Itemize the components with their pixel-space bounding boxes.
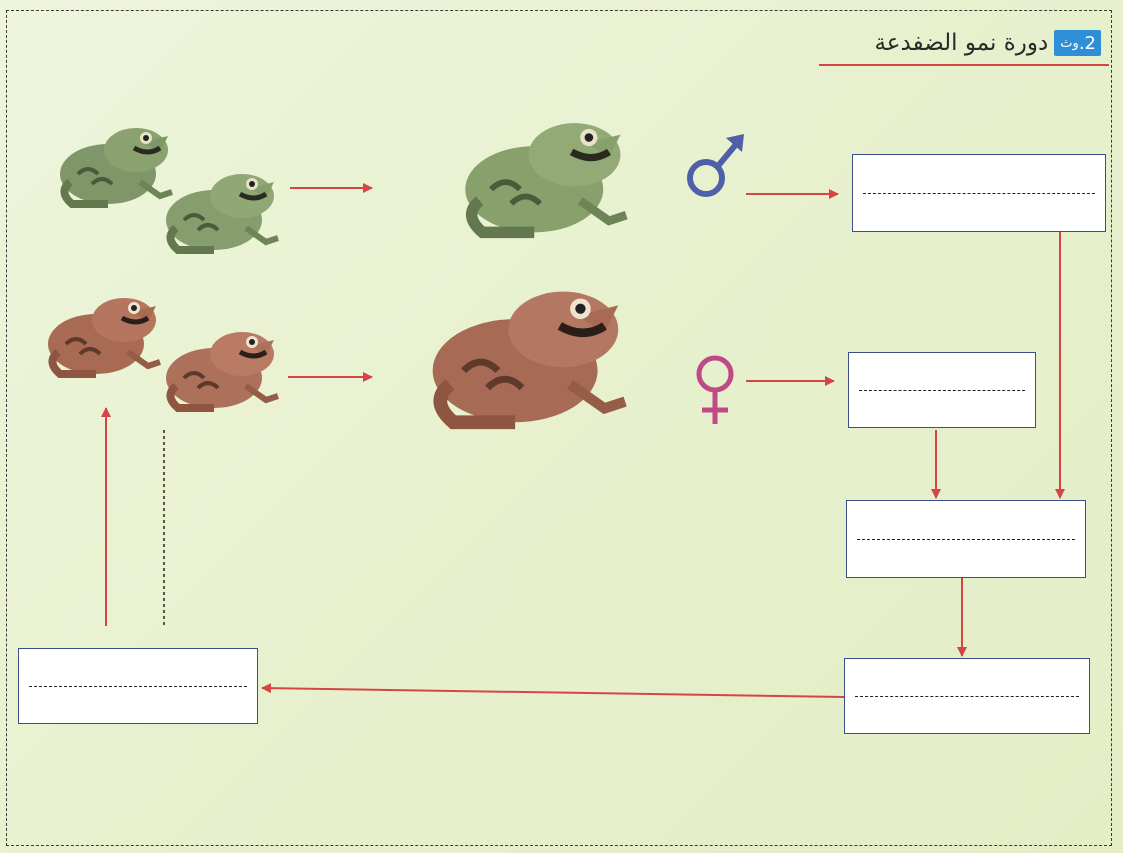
frog-small-female-1-icon: [48, 298, 161, 378]
title-underline: [819, 64, 1109, 66]
badge-prefix: وث: [1060, 35, 1079, 51]
answer-line[interactable]: [857, 539, 1075, 540]
frog-small-female-2-icon: [166, 332, 279, 412]
badge-number: 2.: [1078, 32, 1096, 54]
answer-line[interactable]: [863, 193, 1095, 194]
frog-small-male-2-icon: [166, 174, 279, 254]
answer-box-fertilization[interactable]: [846, 500, 1086, 578]
answer-box-sperm[interactable]: [852, 154, 1106, 232]
worksheet-badge: 2. وث: [1054, 30, 1101, 56]
answer-box-tadpole[interactable]: [18, 648, 258, 724]
arrow-embryo-to-tadpole: [261, 683, 845, 698]
male-symbol-icon: [687, 134, 744, 197]
answer-box-egg[interactable]: [848, 352, 1036, 428]
frog-adult-male-icon: [465, 123, 628, 239]
answer-line[interactable]: [29, 686, 247, 687]
answer-line[interactable]: [859, 390, 1025, 391]
dashed-frame: [6, 10, 1112, 846]
worksheet-title: دورة نمو الضفدعة: [874, 30, 1049, 56]
answer-box-embryo[interactable]: [844, 658, 1090, 734]
frog-small-male-1-icon: [60, 128, 173, 208]
frog-adult-female-icon: [432, 291, 627, 430]
worksheet-heading: 2. وث دورة نمو الضفدعة: [874, 30, 1101, 56]
answer-line[interactable]: [855, 696, 1079, 697]
female-symbol-icon: [696, 355, 734, 424]
